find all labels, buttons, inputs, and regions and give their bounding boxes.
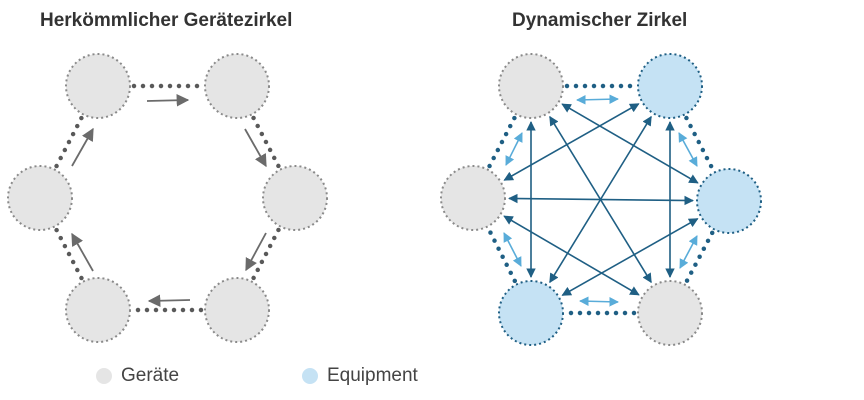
ring-dots-top-right-to-right — [251, 115, 281, 169]
device-node-bottom-left — [65, 277, 131, 343]
adjacent-arrow-2 — [678, 132, 698, 167]
ring-dots-bottom-left-to-left — [54, 227, 84, 281]
adjacent-arrow-5 — [503, 232, 522, 267]
flow-arrow-4 — [147, 294, 191, 308]
conventional-circuit — [7, 53, 328, 343]
ring-dots-left-to-top-left — [487, 115, 517, 169]
legend-swatch-gray — [96, 368, 112, 384]
cross-arrow-bottom-right-left — [503, 215, 640, 296]
flow-arrow-3 — [245, 232, 267, 272]
right-diagram-title: Dynamischer Zirkel — [512, 10, 688, 31]
ring-dots-bottom-left-to-left — [486, 227, 518, 284]
legend-swatch-blue — [302, 368, 318, 384]
flow-arrow-6 — [71, 127, 94, 167]
device-node-top-left — [498, 53, 564, 119]
flow-arrow-5 — [71, 232, 94, 272]
equipment-node-right — [696, 168, 762, 234]
flow-arrow-2 — [244, 128, 267, 168]
device-node-right — [262, 165, 328, 231]
device-node-bottom-right — [637, 280, 703, 346]
device-node-bottom-right — [204, 277, 270, 343]
legend-label-geraete: Geräte — [121, 365, 180, 386]
legend-item-geraete: Geräte — [96, 365, 179, 387]
adjacent-arrow-1 — [576, 94, 619, 105]
device-node-top-right — [204, 53, 270, 119]
equipment-node-top-right — [637, 53, 703, 119]
legend-label-equipment: Equipment — [327, 365, 418, 386]
adjacent-arrow-4 — [579, 296, 619, 307]
cross-arrow-top-right-left — [503, 103, 640, 181]
flow-arrow-1 — [146, 93, 190, 107]
adjacent-arrow-6 — [505, 132, 523, 166]
cross-arrow-right-left — [508, 193, 694, 206]
ring-dots-right-to-bottom-right — [684, 230, 715, 284]
equipment-node-bottom-left — [498, 280, 564, 346]
device-node-left — [440, 165, 506, 231]
device-node-top-left — [65, 53, 131, 119]
device-node-left — [7, 165, 73, 231]
ring-dots-left-to-top-left — [54, 115, 84, 169]
dynamic-circuit — [440, 53, 762, 346]
left-diagram-title: Herkömmlicher Gerätezirkel — [40, 10, 293, 31]
legend-item-equipment: Equipment — [302, 365, 418, 387]
ring-dots-top-right-to-right — [684, 115, 715, 172]
ring-dots-right-to-bottom-right — [251, 227, 281, 281]
